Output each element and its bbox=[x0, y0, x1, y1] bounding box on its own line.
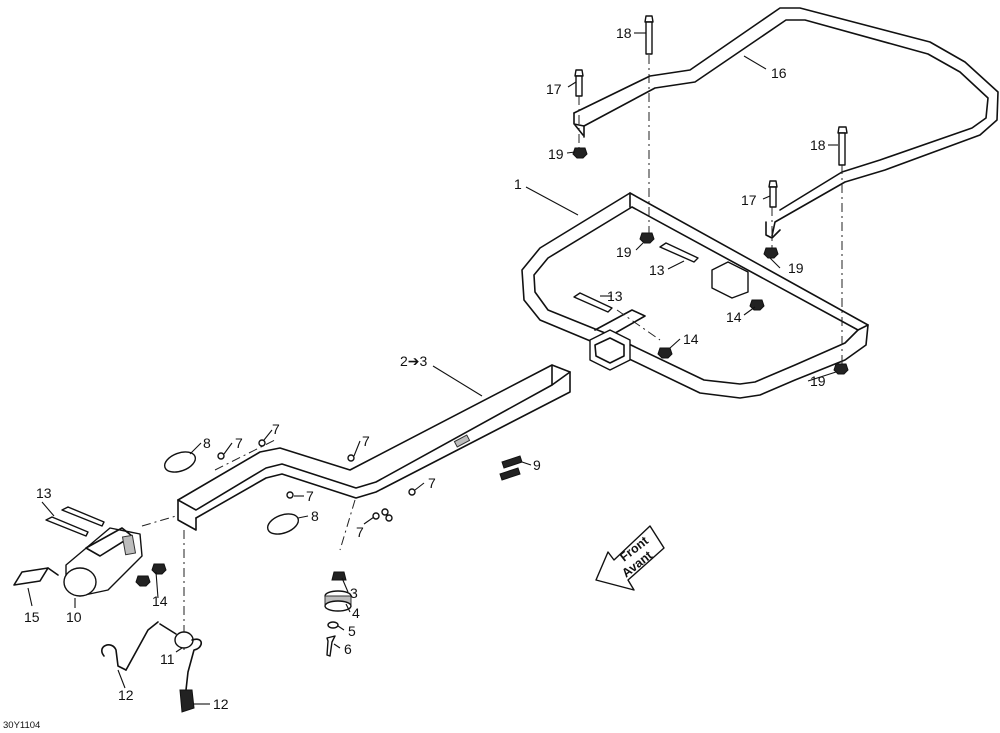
drawing-code: 30Y1104 bbox=[3, 720, 40, 731]
upper-rack-rail bbox=[573, 7, 999, 239]
callout-6: 6 bbox=[344, 641, 352, 657]
callout-8: 8 bbox=[203, 435, 211, 451]
bolt-13-coupler bbox=[61, 506, 105, 527]
callouts: 18 17 16 19 18 17 1 19 13 19 13 14 14 2➔… bbox=[24, 25, 826, 712]
callout-10: 10 bbox=[66, 609, 82, 625]
callout-8: 8 bbox=[311, 508, 319, 524]
callout-19: 19 bbox=[616, 244, 632, 260]
callout-15: 15 bbox=[24, 609, 40, 625]
callout-19: 19 bbox=[548, 146, 564, 162]
callout-5: 5 bbox=[348, 623, 356, 639]
callout-18: 18 bbox=[616, 25, 632, 41]
centerline bbox=[214, 439, 276, 471]
callout-18: 18 bbox=[810, 137, 826, 153]
callout-14: 14 bbox=[683, 331, 699, 347]
front-direction-arrow: Front Avant bbox=[595, 525, 665, 591]
callout-13: 13 bbox=[36, 485, 52, 501]
callout-7: 7 bbox=[356, 524, 364, 540]
clip-9 bbox=[499, 455, 523, 481]
bolt-17-right bbox=[768, 180, 778, 208]
callout-2-to-3: 2➔3 bbox=[400, 353, 428, 369]
callout-7: 7 bbox=[306, 488, 314, 504]
centerline bbox=[141, 515, 177, 527]
callout-13: 13 bbox=[649, 262, 665, 278]
callout-13: 13 bbox=[607, 288, 623, 304]
bolt-13-coupler bbox=[45, 516, 89, 537]
callout-17: 17 bbox=[546, 81, 562, 97]
centerline bbox=[616, 309, 661, 341]
callout-12: 12 bbox=[213, 696, 229, 712]
leader-lines bbox=[27, 32, 838, 705]
callout-7: 7 bbox=[272, 421, 280, 437]
callout-19: 19 bbox=[788, 260, 804, 276]
plugs-7 bbox=[217, 439, 416, 522]
centerline bbox=[339, 499, 356, 551]
callout-14: 14 bbox=[152, 593, 168, 609]
callout-12: 12 bbox=[118, 687, 134, 703]
nut-14-coupler bbox=[151, 563, 167, 575]
nut-19-upper bbox=[572, 147, 588, 159]
extension-tube bbox=[177, 364, 571, 531]
callout-7: 7 bbox=[428, 475, 436, 491]
callout-4: 4 bbox=[352, 605, 360, 621]
lock-pin-15 bbox=[13, 567, 59, 586]
callout-9: 9 bbox=[533, 457, 541, 473]
callout-11: 11 bbox=[160, 651, 175, 667]
nut-14-coupler bbox=[135, 575, 151, 587]
callout-7: 7 bbox=[362, 433, 370, 449]
bolt-17-upper bbox=[574, 69, 584, 97]
callout-14: 14 bbox=[726, 309, 742, 325]
callout-3: 3 bbox=[350, 585, 358, 601]
safety-chain bbox=[101, 621, 203, 713]
bolt-18-right bbox=[837, 126, 848, 166]
callout-16: 16 bbox=[771, 65, 787, 81]
callout-19: 19 bbox=[810, 373, 826, 389]
hitch-coupler bbox=[63, 527, 143, 597]
bolt-18-upper bbox=[644, 15, 654, 55]
callout-17: 17 bbox=[741, 192, 757, 208]
end-cap-8-upper bbox=[163, 451, 197, 473]
mount-parts-3-6 bbox=[324, 571, 352, 657]
callout-1: 1 bbox=[514, 176, 522, 192]
end-cap-8-lower bbox=[266, 513, 300, 535]
nut-19-right bbox=[763, 247, 779, 259]
callout-7: 7 bbox=[235, 435, 243, 451]
main-frame bbox=[521, 192, 869, 399]
